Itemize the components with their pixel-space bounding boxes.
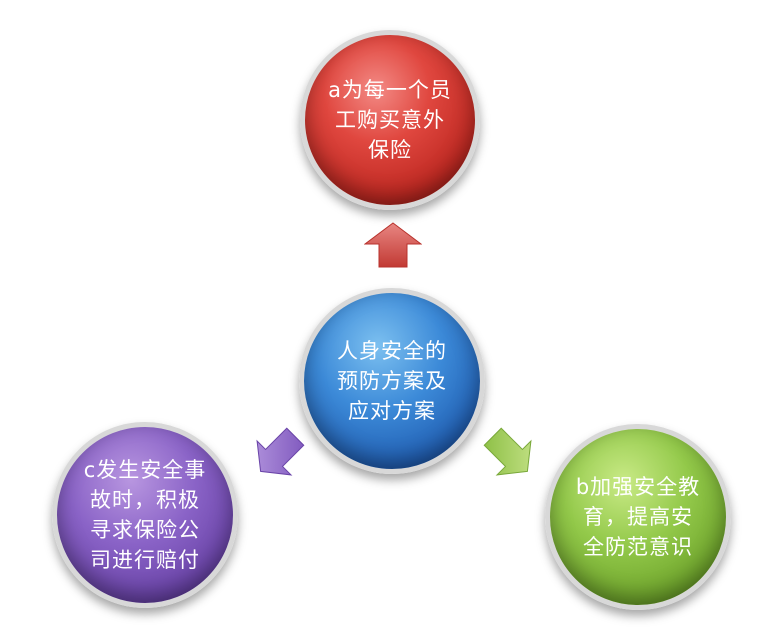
arrow-down-left-icon xyxy=(256,427,305,476)
node-a-label: a为每一个员 工购买意外 保险 xyxy=(328,78,452,162)
node-a-circle: a为每一个员 工购买意外 保险 xyxy=(300,30,480,210)
node-c-label: c发生安全事 故时，积极 寻求保险公 司进行赔付 xyxy=(83,458,207,572)
node-b-label: b加强安全教 育，提高安 全防范意识 xyxy=(575,475,701,559)
arrow-down-right-icon xyxy=(483,427,532,476)
center-circle: 人身安全的 预防方案及 应对方案 xyxy=(299,288,485,474)
node-b-circle: b加强安全教 育，提高安 全防范意识 xyxy=(545,424,731,610)
node-c-circle: c发生安全事 故时，积极 寻求保险公 司进行赔付 xyxy=(52,422,238,608)
center-label: 人身安全的 预防方案及 应对方案 xyxy=(337,339,447,423)
arrow-up-icon xyxy=(364,222,422,268)
